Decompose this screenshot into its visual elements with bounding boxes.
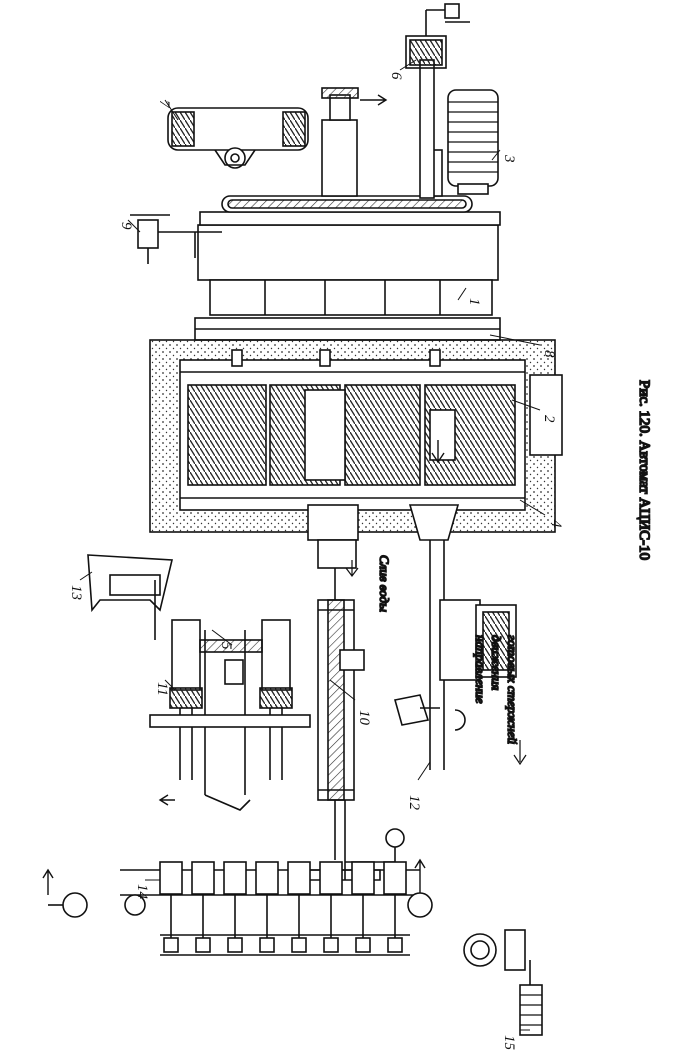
manifold-valve <box>351 861 375 895</box>
manifold-nozzle <box>259 937 275 953</box>
callout-2: 2 <box>541 415 557 423</box>
manifold-nozzle <box>387 937 403 953</box>
manifold-valve <box>191 861 215 895</box>
manifold-valve <box>383 861 407 895</box>
manifold-valve <box>159 861 183 895</box>
unit-9 <box>130 214 222 264</box>
manifold-nozzle <box>195 937 211 953</box>
callout-9: 9 <box>118 222 134 230</box>
leader-lines <box>79 59 546 1031</box>
drive-assembly <box>221 59 499 213</box>
callout-14: 14 <box>134 884 150 900</box>
manifold-nozzle <box>291 937 307 953</box>
manifold-nozzle <box>323 937 339 953</box>
callout-15: 15 <box>501 1035 517 1050</box>
manifold-nozzle <box>163 937 179 953</box>
callout-12: 12 <box>406 795 422 811</box>
direction-label-line-2: движения <box>489 635 504 690</box>
output-unit <box>393 540 517 770</box>
callout-13: 13 <box>68 585 84 600</box>
drum-housing <box>194 211 501 341</box>
manifold-valve <box>255 861 279 895</box>
unit-7 <box>167 107 309 169</box>
heating-chamber <box>149 339 563 541</box>
figure-caption: Рис. 120. Автомат АЦИС-10 <box>636 380 652 560</box>
callout-5: 5 <box>218 642 234 650</box>
manifold-nozzle <box>227 937 243 953</box>
callout-3: 3 <box>501 154 517 163</box>
callout-6: 6 <box>388 72 404 80</box>
coil-blocks <box>187 384 516 486</box>
callout-11: 11 <box>154 682 170 696</box>
direction-label-line-1: направление <box>473 635 488 704</box>
callout-4: 4 <box>548 520 564 528</box>
direction-label-line-3: готовых стержней <box>505 635 520 744</box>
cooling-tube <box>300 539 405 881</box>
manifold-nozzle <box>355 937 371 953</box>
manifold-valve <box>287 861 311 895</box>
direction-label: направление движения готовых стержней <box>472 634 521 745</box>
pump-assembly <box>463 929 543 1036</box>
motor <box>447 89 499 195</box>
callout-7: 7 <box>156 100 172 109</box>
water-manifold <box>42 858 433 956</box>
callout-8: 8 <box>541 350 557 358</box>
callout-1: 1 <box>466 298 482 306</box>
feed-mechanism <box>149 619 311 811</box>
water-drain-label: Слив воды <box>377 555 392 612</box>
manifold-valve <box>319 861 343 895</box>
callout-10: 10 <box>356 710 372 726</box>
hopper <box>87 554 174 640</box>
manifold-valve <box>223 861 247 895</box>
unit-6 <box>405 3 470 69</box>
